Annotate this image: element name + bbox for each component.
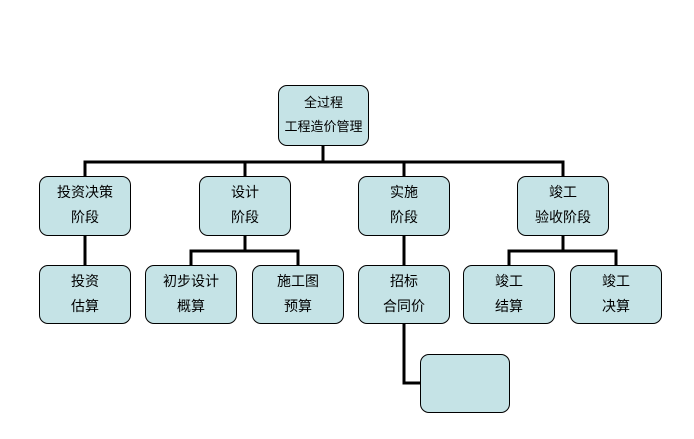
stage-node-line-2: 验收阶段: [535, 210, 591, 226]
output-node-completion-settlement: 竣工 结算: [463, 265, 555, 324]
output-node-investment-estimate: 投资 估算: [39, 265, 131, 324]
output-node-line-2: 概算: [177, 298, 205, 315]
output-node-line-1: 投资: [71, 273, 99, 290]
output-node-line-1: 初步设计: [163, 273, 219, 290]
empty-node: [420, 354, 510, 413]
stage-node-completion-acceptance: 竣工 验收阶段: [517, 176, 609, 236]
stage-node-line-1: 实施: [390, 185, 418, 201]
output-node-construction-drawing-budget: 施工图 预算: [252, 265, 344, 324]
stage-node-design: 设计 阶段: [199, 176, 291, 236]
connector-bid-extra: [402, 322, 422, 385]
stage-node-line-2: 阶段: [71, 210, 99, 226]
output-node-line-2: 合同价: [383, 298, 425, 315]
output-node-line-2: 估算: [71, 298, 99, 315]
output-node-line-1: 施工图: [277, 273, 319, 290]
root-node-line-1: 全过程: [303, 95, 343, 111]
output-node-bid-contract-price: 招标 合同价: [358, 265, 450, 324]
output-node-line-2: 结算: [495, 298, 523, 315]
stage-node-line-2: 阶段: [231, 210, 259, 226]
stage-node-line-2: 阶段: [390, 210, 418, 226]
root-node-line-2: 工程造价管理: [284, 119, 363, 135]
output-node-preliminary-design-estimate: 初步设计 概算: [145, 265, 237, 324]
output-node-line-1: 竣工: [495, 273, 523, 290]
stage-node-line-1: 设计: [231, 185, 259, 201]
stage-node-implementation: 实施 阶段: [358, 176, 450, 236]
output-node-line-2: 决算: [602, 298, 630, 315]
stage-node-line-1: 竣工: [549, 185, 577, 201]
output-node-line-1: 竣工: [602, 273, 630, 290]
stage-node-line-1: 投资决策: [57, 185, 113, 201]
output-node-final-accounts: 竣工 决算: [570, 265, 662, 324]
stage-node-investment-decision: 投资决策 阶段: [39, 176, 131, 236]
root-node: 全过程 工程造价管理: [278, 85, 369, 146]
output-node-line-2: 预算: [284, 298, 312, 315]
output-node-line-1: 招标: [390, 273, 418, 290]
